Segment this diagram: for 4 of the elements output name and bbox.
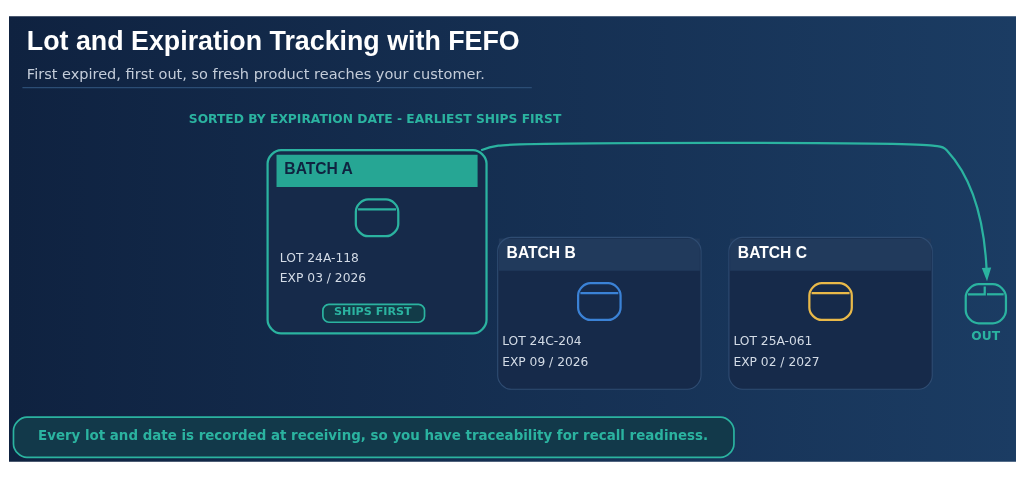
label: SORTED BY EXPIRATION DATE - EARLIEST SHIPS FIRST: [188, 112, 561, 127]
caption: First expired, first out, so fresh product reaches your customer.: [26, 66, 485, 83]
node-label: OUT: [970, 328, 1000, 343]
diagram-title: Lot and Expiration Tracking with FEFO: [26, 25, 520, 56]
